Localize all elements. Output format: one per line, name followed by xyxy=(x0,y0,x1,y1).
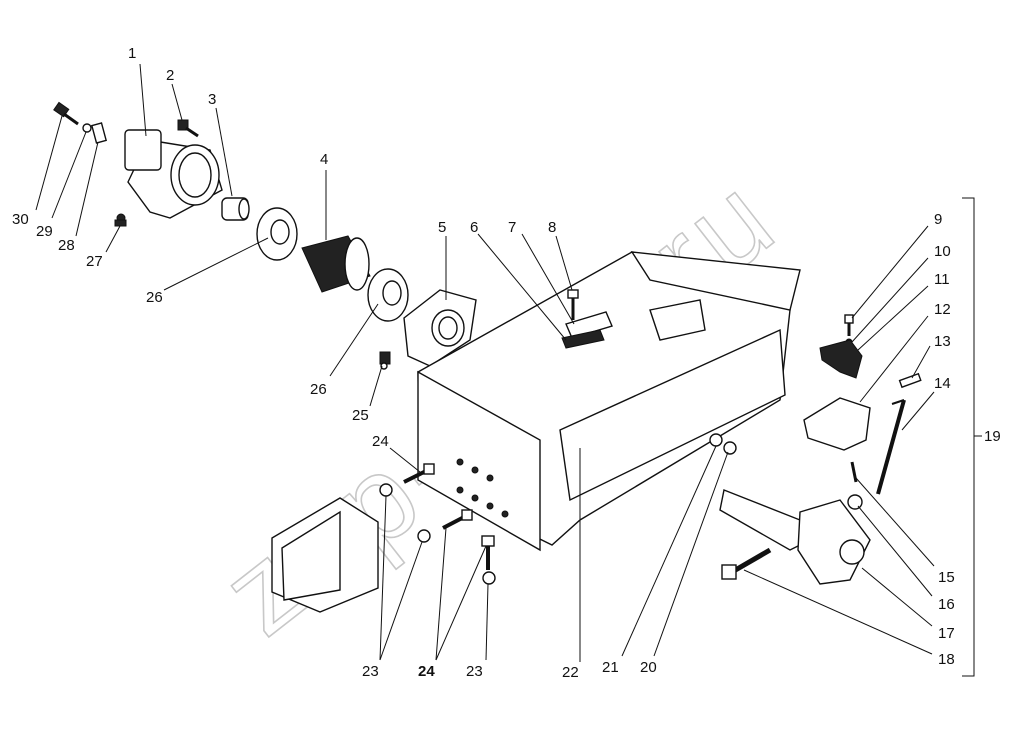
plate-6 xyxy=(561,329,605,349)
fitting-25 xyxy=(379,351,391,370)
bolt-24-vertical xyxy=(481,535,495,570)
bolt-18 xyxy=(721,547,772,580)
bracket xyxy=(271,497,379,613)
callout-7: 7 xyxy=(508,219,516,236)
callout-3: 3 xyxy=(208,91,216,108)
nut-23-lower xyxy=(482,571,496,585)
beam-22 xyxy=(417,251,801,552)
callout-2: 2 xyxy=(166,67,174,84)
callout-9: 9 xyxy=(934,211,942,228)
pin-15 xyxy=(850,461,858,483)
flange-5 xyxy=(403,289,477,367)
bushing-3 xyxy=(221,197,250,221)
bushing-4 xyxy=(301,235,371,293)
callout-17: 17 xyxy=(938,625,955,642)
callout-20: 20 xyxy=(640,659,657,676)
callout-12: 12 xyxy=(934,301,951,318)
housing-1 xyxy=(124,129,223,219)
callout-22: 22 xyxy=(562,664,579,681)
nut-23-middle xyxy=(417,529,431,543)
bolt-9 xyxy=(844,314,854,336)
beam-holes xyxy=(456,458,509,518)
callout-30: 30 xyxy=(12,211,29,228)
callout-1: 1 xyxy=(128,45,136,62)
callout-18: 18 xyxy=(938,651,955,668)
bolt-24-upper xyxy=(403,463,435,484)
washer-29 xyxy=(82,123,92,133)
callout-28: 28 xyxy=(58,237,75,254)
bolt-2 xyxy=(177,119,199,138)
callout-13: 13 xyxy=(934,333,951,350)
callouts: 1 2 3 4 5 6 7 8 9 10 11 12 13 14 15 16 1… xyxy=(12,45,1001,681)
shaft-14 xyxy=(876,399,906,495)
callout-26-upper: 26 xyxy=(146,289,163,306)
nut-23-upper xyxy=(379,483,393,497)
callout-26-lower: 26 xyxy=(310,381,327,398)
callout-29: 29 xyxy=(36,223,53,240)
callout-10: 10 xyxy=(934,243,951,260)
plate-7 xyxy=(565,311,613,339)
callout-25: 25 xyxy=(352,407,369,424)
knuckle-17 xyxy=(719,489,871,585)
leader-lines xyxy=(35,63,982,677)
callout-8: 8 xyxy=(548,219,556,236)
nut-16 xyxy=(847,494,863,510)
bracket-12 xyxy=(803,397,871,451)
callout-4: 4 xyxy=(320,151,328,168)
callout-21: 21 xyxy=(602,659,619,676)
callout-23-left: 23 xyxy=(362,663,379,680)
callout-5: 5 xyxy=(438,219,446,236)
seal-ring-26-upper xyxy=(256,207,298,261)
callout-27: 27 xyxy=(86,253,103,270)
callout-16: 16 xyxy=(938,596,955,613)
callout-19: 19 xyxy=(984,428,1001,445)
bolt-24-lower xyxy=(442,509,473,530)
callout-6: 6 xyxy=(470,219,478,236)
nut-20 xyxy=(723,441,737,455)
pin-13 xyxy=(898,372,922,389)
lock-plate-28 xyxy=(90,122,108,144)
washer-21 xyxy=(709,433,723,447)
bolt-30 xyxy=(53,101,79,126)
callout-23-right: 23 xyxy=(466,663,483,680)
callout-15: 15 xyxy=(938,569,955,586)
seal-ring-26-lower xyxy=(367,268,409,322)
callout-24-lower: 24 xyxy=(418,663,435,680)
callout-11: 11 xyxy=(934,271,950,288)
bolt-8 xyxy=(567,289,579,320)
callout-14: 14 xyxy=(934,375,951,392)
lever-11 xyxy=(819,339,863,379)
callout-24-upper: 24 xyxy=(372,433,389,450)
grease-fitting-27 xyxy=(114,213,127,227)
